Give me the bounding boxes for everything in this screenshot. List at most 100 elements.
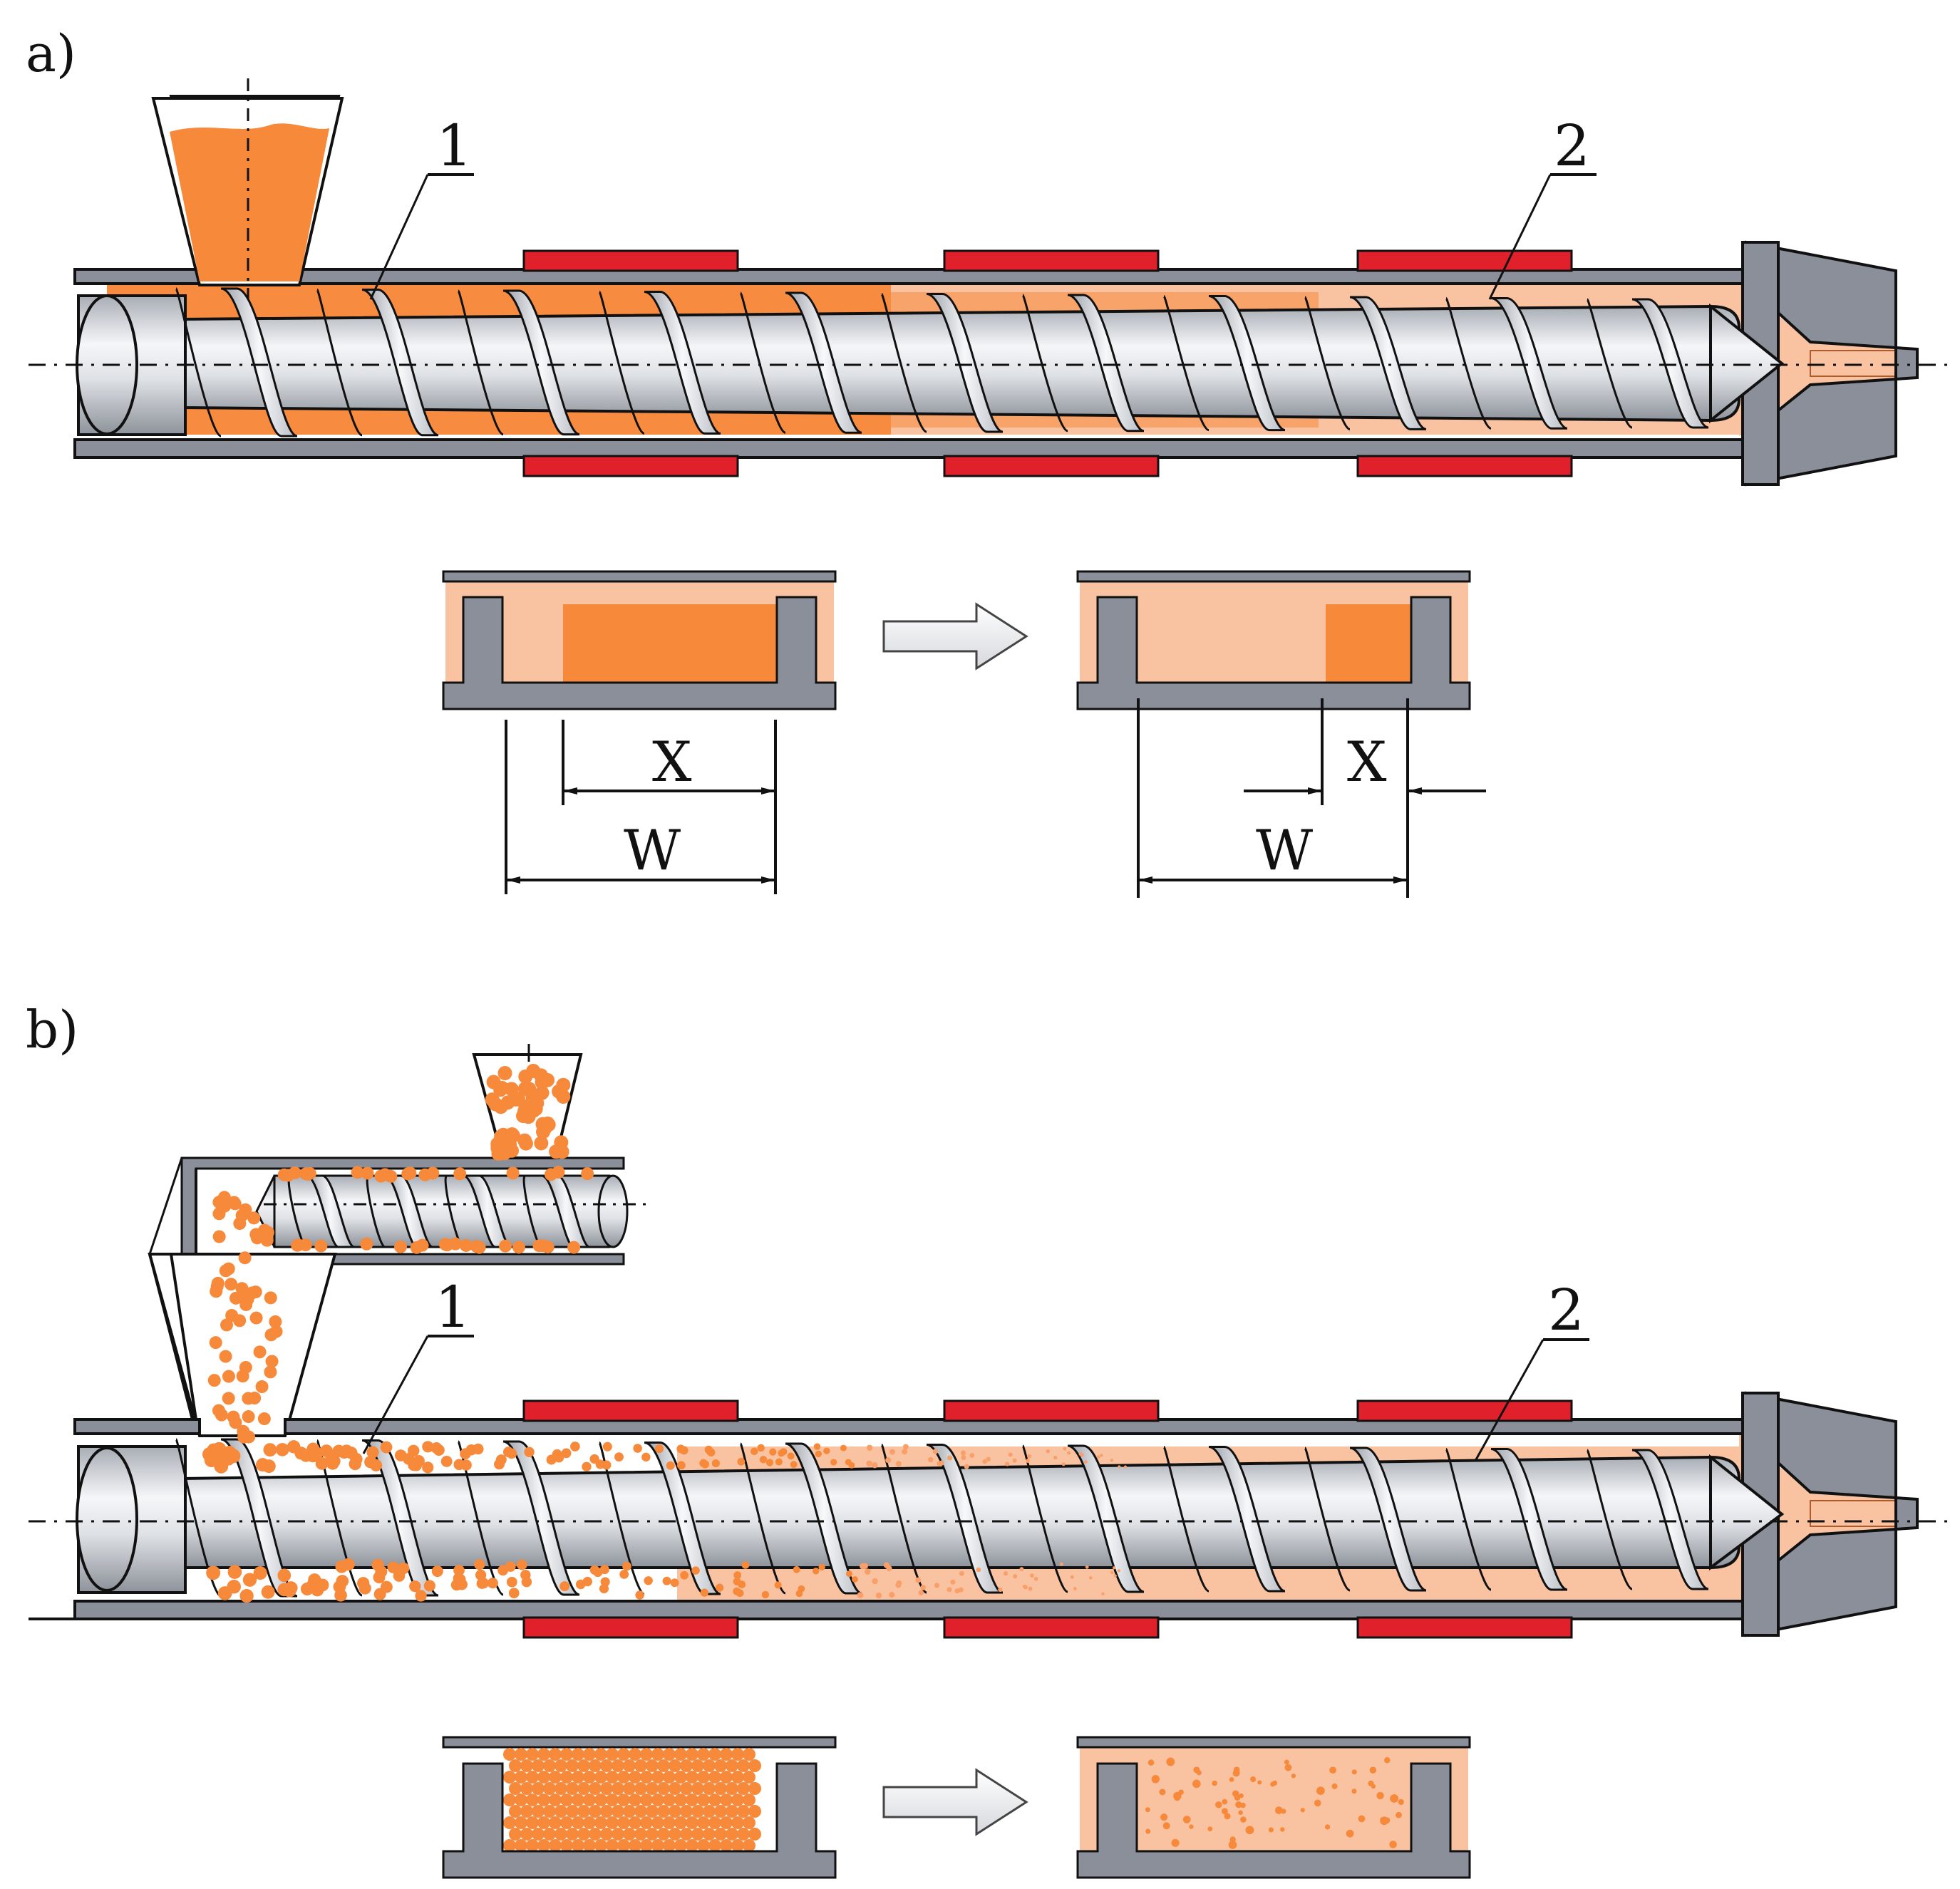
pellet xyxy=(612,1782,624,1795)
pellet xyxy=(1166,1757,1175,1766)
screw-flight xyxy=(644,1442,721,1595)
pellet xyxy=(614,1452,624,1462)
pellet xyxy=(570,1442,580,1451)
pellet xyxy=(431,1565,443,1578)
pellet xyxy=(264,1291,277,1305)
pellet xyxy=(774,1581,782,1589)
pellet xyxy=(633,1444,642,1453)
pellet xyxy=(651,1839,664,1852)
pellet xyxy=(875,1592,882,1599)
pellet xyxy=(594,1794,607,1806)
pellet xyxy=(1329,1766,1336,1774)
pellet xyxy=(674,1771,687,1784)
pellet xyxy=(512,1241,525,1254)
pellet xyxy=(506,1576,517,1588)
pellet xyxy=(1145,1828,1151,1834)
callouts-a: 1 2 xyxy=(369,113,1597,300)
pellet xyxy=(691,1805,704,1818)
pellet xyxy=(528,1102,543,1117)
pellet xyxy=(676,1461,686,1470)
pellet xyxy=(340,1444,353,1457)
pellet xyxy=(366,1446,379,1459)
pellet xyxy=(976,1567,981,1573)
screw-b-flights xyxy=(175,1438,1709,1598)
pellet xyxy=(410,1241,423,1254)
screw-flight xyxy=(220,1438,298,1598)
pellet xyxy=(1207,1826,1213,1832)
pellet xyxy=(595,1459,605,1469)
pellet xyxy=(751,1447,758,1456)
pellet xyxy=(1240,1816,1247,1823)
pellet xyxy=(669,1782,681,1795)
pellet xyxy=(651,1794,664,1806)
pellet xyxy=(790,1461,798,1469)
pellet xyxy=(500,1095,515,1110)
pellet xyxy=(549,1816,562,1829)
pellet xyxy=(1398,1799,1404,1806)
pellet xyxy=(497,1565,509,1576)
pellet xyxy=(543,1759,556,1772)
screw-flight-back xyxy=(1445,297,1492,430)
pellet xyxy=(1070,1575,1074,1579)
pellet xyxy=(572,1839,584,1852)
barrel-b xyxy=(29,1253,1919,1637)
screw-flight xyxy=(502,1440,580,1596)
screw-flight xyxy=(502,289,580,436)
pellet xyxy=(239,1298,253,1311)
pellet xyxy=(691,1828,704,1841)
screw-flight xyxy=(220,287,298,438)
dim-x-after: X xyxy=(1347,730,1387,795)
pellet xyxy=(594,1839,607,1852)
pellet xyxy=(1030,1573,1034,1578)
pellet xyxy=(669,1759,681,1772)
pellet xyxy=(394,1240,408,1253)
pellet xyxy=(308,1573,321,1587)
pellet xyxy=(857,1592,864,1598)
pellet xyxy=(864,1568,871,1575)
pellet xyxy=(532,1805,545,1818)
pellet xyxy=(459,1238,473,1252)
pellet xyxy=(589,1828,602,1841)
pellet xyxy=(1390,1794,1399,1803)
pellet xyxy=(680,1570,689,1580)
pellet xyxy=(549,1748,562,1761)
pellet xyxy=(594,1748,607,1761)
pellet xyxy=(503,1816,516,1829)
screw-flight xyxy=(306,1174,355,1248)
pellet xyxy=(726,1805,738,1818)
pellet xyxy=(537,1839,550,1852)
pellet xyxy=(594,1816,607,1829)
pellet xyxy=(606,1748,619,1761)
pellet xyxy=(453,1167,467,1181)
pellet xyxy=(269,1315,282,1328)
pellet xyxy=(214,1459,229,1474)
pellet xyxy=(720,1748,733,1761)
dim-x-before: X xyxy=(652,730,692,795)
pellet xyxy=(697,1794,710,1806)
pellet xyxy=(549,1794,562,1806)
pellet xyxy=(600,1782,613,1795)
screw-flight xyxy=(361,1439,439,1597)
pellet xyxy=(349,1457,361,1471)
pellet xyxy=(823,1447,830,1454)
pellet xyxy=(509,1828,522,1841)
pellet xyxy=(1369,1766,1377,1774)
pellet xyxy=(292,1238,305,1252)
pellet xyxy=(680,1828,693,1841)
pellet xyxy=(714,1759,727,1772)
pellet xyxy=(440,1456,453,1467)
pellet xyxy=(606,1816,619,1829)
pellet xyxy=(600,1759,613,1772)
pellet xyxy=(560,1748,573,1761)
pellet xyxy=(1281,1808,1286,1814)
pellet xyxy=(277,1168,291,1181)
pellet xyxy=(526,1794,539,1806)
pellet xyxy=(212,1230,226,1243)
screw-flight xyxy=(361,289,439,437)
pellet xyxy=(617,1794,630,1806)
pellet xyxy=(532,1759,545,1772)
screw-flight xyxy=(1208,295,1286,432)
pellet xyxy=(651,1748,664,1761)
pellet xyxy=(543,1782,556,1795)
pellet xyxy=(743,1794,755,1806)
